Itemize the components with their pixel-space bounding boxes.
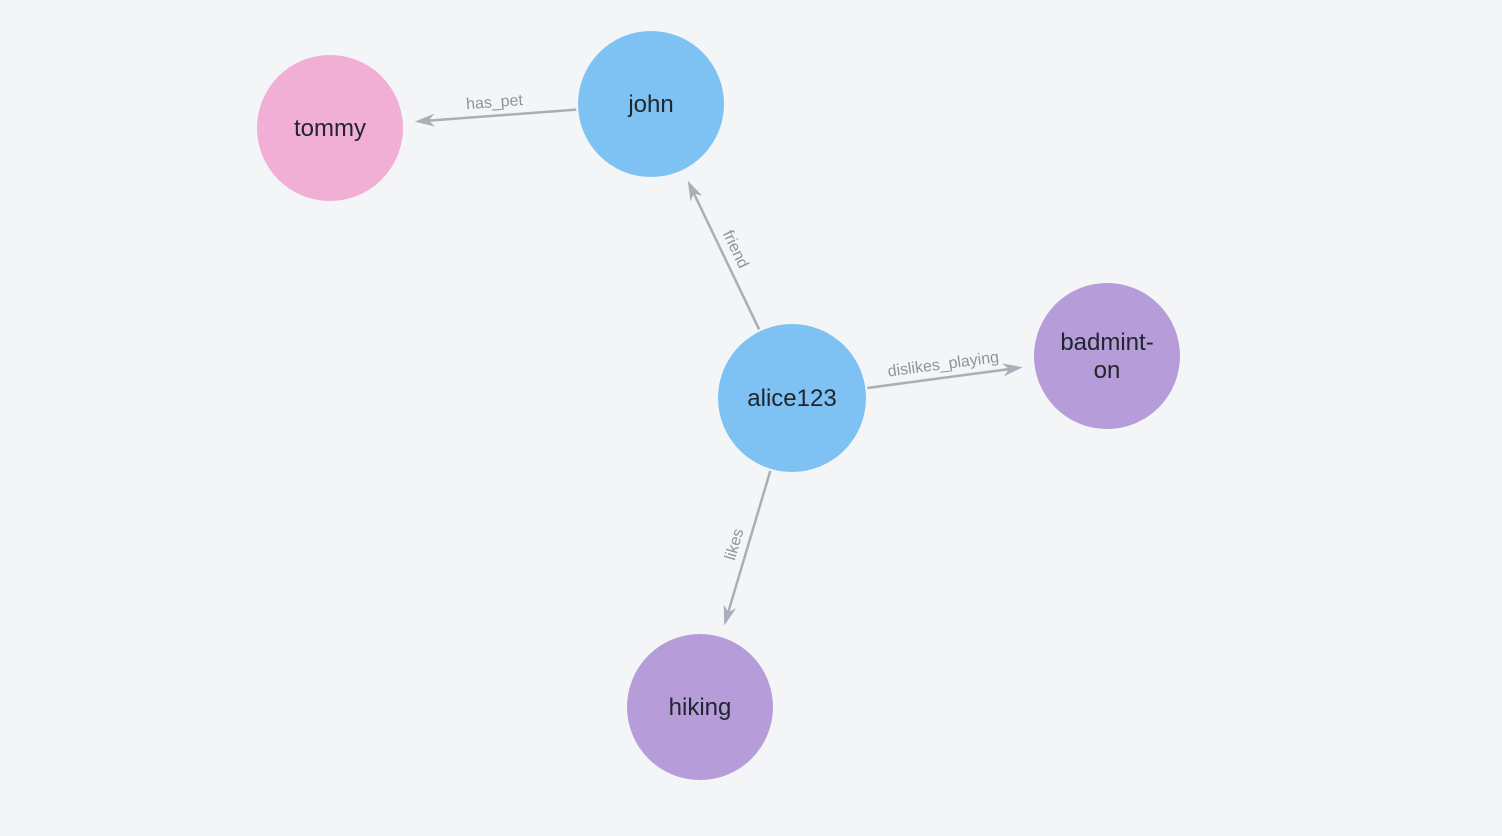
edge-label: has_pet	[465, 92, 524, 113]
arrowhead-icon	[687, 180, 703, 202]
node-circle[interactable]	[718, 324, 866, 472]
node-circle[interactable]	[1034, 283, 1180, 429]
edge-line	[692, 191, 761, 331]
node-circle[interactable]	[257, 55, 403, 201]
graph-edge-has_pet[interactable]: has_pet	[414, 92, 577, 128]
edge-label: dislikes_playing	[887, 349, 1000, 381]
edge-line	[427, 108, 577, 122]
nodes-layer: tommy john alice123 badmint-on hiking	[257, 31, 1180, 780]
arrowhead-icon	[723, 604, 737, 626]
arrowhead-icon	[1002, 363, 1023, 377]
graph-edge-dislikes_playing[interactable]: dislikes_playing	[867, 349, 1023, 390]
graph-node-hiking[interactable]: hiking	[627, 634, 773, 780]
graph-edge-likes[interactable]: likes	[718, 470, 772, 628]
edge-line	[867, 367, 1011, 390]
graph-node-tommy[interactable]: tommy	[257, 55, 403, 201]
graph-node-john[interactable]: john	[578, 31, 724, 177]
graph-node-alice123[interactable]: alice123	[718, 324, 866, 472]
graph-edge-friend[interactable]: friend	[682, 178, 761, 331]
edge-line	[726, 470, 772, 614]
arrowhead-icon	[414, 113, 436, 127]
node-circle[interactable]	[627, 634, 773, 780]
node-circle[interactable]	[578, 31, 724, 177]
graph-node-badminton[interactable]: badmint-on	[1034, 283, 1180, 429]
edge-label: friend	[719, 228, 752, 271]
